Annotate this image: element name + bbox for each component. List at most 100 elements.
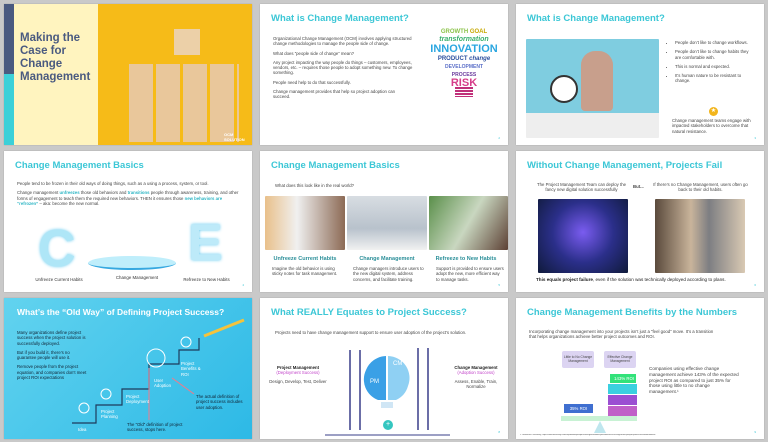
ice-letter-c: C (38, 220, 76, 278)
intro-text: Projects need to have change management … (275, 330, 467, 335)
roi-block: 35% ROI (564, 404, 593, 413)
label: Change Management (115, 275, 159, 280)
label: Unfreeze Current Habits (35, 277, 83, 282)
paragraph: But if you build it, there’s no guarante… (17, 349, 71, 361)
bullet: People don’t like to change habits they … (675, 49, 754, 60)
slide-thumbnail-3[interactable]: What is Change Management? People don’t … (516, 4, 764, 145)
left-caption: The Project Management Team can deploy t… (536, 182, 626, 193)
stat-text: Companies using effective change managem… (649, 366, 739, 395)
column-heading: Change Management (359, 256, 415, 262)
column-heading: Unfreeze Current Habits (273, 256, 337, 262)
word: DEVELOPMENT (444, 64, 484, 70)
slide-thumbnail-8[interactable]: What REALLY Equates to Project Success? … (260, 298, 508, 439)
step-label: Idea (78, 427, 87, 432)
pm-badge: PM (370, 379, 379, 385)
footnote: 1. Reference: McKinsey, https://www.mcki… (520, 434, 656, 436)
word: PROCESS (451, 72, 477, 78)
column-text: Support is provided to ensure users adop… (436, 266, 504, 282)
label: Refreeze to New Habits (183, 277, 230, 282)
accent-bar (4, 74, 14, 145)
page-number: 4 (242, 283, 244, 287)
cm-block: Change Management (Adoption Success) Ass… (454, 365, 498, 389)
intro-text: What does this look like in the real wor… (275, 183, 355, 188)
paragraph: Many organizations define project succes… (17, 330, 86, 346)
step-label: Project Benefits & ROI (181, 361, 201, 377)
melted-ice-puddle (88, 256, 176, 270)
seesaw-fulcrum (594, 421, 606, 433)
paragraph: People need help to do that successfully… (273, 79, 351, 85)
step-label: Project Planning (101, 409, 118, 420)
bullet-list: People don’t like to change workflows. P… (669, 40, 754, 84)
body-text: Organizational Change Management (OCM) i… (273, 36, 413, 104)
slide-thumbnail-5[interactable]: Change Management Basics What does this … (260, 151, 508, 292)
paragraph: Any project impacting the way people do … (273, 59, 413, 76)
roi-block (608, 395, 637, 405)
bullet: It’s human nature to be resistant to cha… (675, 73, 754, 84)
pm-block: Project Management (Deployment Success) … (269, 365, 327, 384)
star-icon: ★ (709, 107, 718, 116)
word: INNOVATION (430, 43, 498, 55)
step-label: User Adoption (154, 378, 171, 389)
sticky-notes-image (265, 196, 345, 250)
slide-thumbnail-4[interactable]: Change Management Basics People tend to … (4, 151, 252, 292)
word: change (469, 56, 491, 62)
paragraph: Organizational Change Management (OCM) i… (273, 36, 412, 47)
page-number: 6 (754, 283, 756, 287)
column-text: Imagine the old behavior is using sticky… (272, 266, 338, 277)
old-definition-note: The “Old” definition of project success,… (127, 422, 183, 433)
coworkers-sticky-notes-image (655, 199, 745, 273)
ice-letter-e: E (188, 214, 223, 272)
right-caption: If there’s no Change Management, users o… (653, 182, 748, 193)
office-training-image (347, 196, 427, 250)
slide-title: Change Management Basics (271, 160, 400, 171)
paragraph: Change management unfreezes those old be… (17, 190, 239, 206)
digital-devices-image (538, 199, 628, 273)
word: RISK (450, 77, 478, 89)
slide-thumbnail-1[interactable]: Making the Case for Change Management OC… (4, 4, 252, 145)
slide-title: What’s the “Old Way” of Defining Project… (17, 307, 225, 317)
slide-title: What is Change Management? (527, 13, 665, 24)
word: transformation (439, 36, 489, 43)
roi-block: 143% ROI (610, 374, 636, 383)
word: PRODUCT (437, 56, 468, 62)
staircase-diagram (72, 318, 245, 424)
bullet: People don’t like to change workflows. (675, 40, 754, 45)
slide-title: Change Management Benefits by the Number… (527, 307, 738, 318)
page-number: 2 (498, 136, 500, 140)
slide-thumbnail-6[interactable]: Without Change Management, Projects Fail… (516, 151, 764, 292)
footer-text: This equals project failure, even if the… (536, 277, 726, 282)
slide-title: Change Management Basics (15, 160, 144, 171)
body-text: People tend to be frozen in their old wa… (17, 181, 242, 210)
label-box: Effective Change Management (604, 351, 636, 368)
column-heading: Refreeze to New Habits (435, 256, 497, 262)
paragraph: What does “people side of change” mean? (273, 50, 354, 56)
intro-text: Incorporating change management into you… (529, 329, 714, 340)
cm-badge: CM (393, 361, 403, 367)
lightbulb-block (174, 29, 200, 55)
slide-thumbnail-2[interactable]: What is Change Management? Organizationa… (260, 4, 508, 145)
slide-title: Making the Case for Change Management (20, 32, 91, 83)
body-text: Many organizations define project succes… (17, 330, 89, 384)
paragraph: Remove people from the project equation,… (17, 364, 87, 381)
page-number: 9 (754, 430, 756, 434)
label-box: Little to No Change Management (562, 351, 594, 368)
woman-with-clock-image (526, 39, 659, 138)
slide-title: Without Change Management, Projects Fail (527, 160, 723, 171)
page-number: 5 (498, 283, 500, 287)
accent-bar (4, 4, 14, 74)
wooden-blocks-image (129, 64, 239, 142)
roi-block (608, 384, 637, 394)
page-number: 3 (754, 136, 756, 140)
slide-thumbnail-7[interactable]: What’s the “Old Way” of Defining Project… (4, 298, 252, 439)
step-label: Project Deployment (126, 394, 149, 405)
ocm-logo: OCM SOLUTION (224, 132, 245, 142)
roi-block (608, 406, 637, 416)
slide-thumbnail-9[interactable]: Change Management Benefits by the Number… (516, 298, 764, 439)
handshake-lightbulb-illustration (325, 348, 450, 436)
laptop-typing-image (429, 196, 508, 250)
paragraph: People tend to be frozen in their old wa… (17, 181, 209, 186)
word: GROWTH (440, 29, 469, 35)
plus-icon: + (386, 421, 391, 428)
slide-title: What REALLY Equates to Project Success? (271, 307, 467, 318)
word-cloud-lightbulb: GROWTH GOAL transformation INNOVATION PR… (428, 28, 500, 97)
